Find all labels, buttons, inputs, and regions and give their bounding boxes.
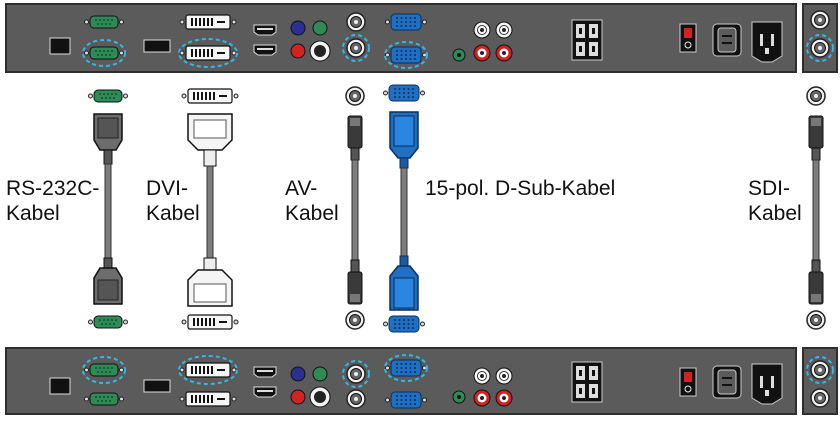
dvi-cable-label: DVI- Kabel — [146, 177, 200, 225]
sdi-top-plug-face — [806, 86, 826, 106]
power-switch — [679, 23, 697, 53]
bottom-rear-panel — [5, 347, 838, 415]
dvi-out-port — [179, 14, 237, 30]
hdmi2-port — [253, 44, 277, 56]
power-inlet-small — [712, 23, 742, 57]
audio-in-r-port — [495, 44, 513, 62]
dvi-out-port — [179, 391, 237, 407]
lan-port — [49, 37, 71, 55]
bnc-out-port — [346, 12, 366, 32]
vga-in-port — [385, 359, 427, 377]
bnc-in-port — [346, 364, 366, 384]
rs232-top-plug-face — [88, 89, 128, 103]
audio-out-r-port — [473, 44, 491, 62]
dsub-cable-wire — [400, 167, 408, 257]
top-rear-panel — [5, 3, 838, 73]
rs232-cable-label: RS-232C- Kabel — [6, 177, 100, 225]
rs232-in-port — [84, 46, 124, 60]
vga-out-port — [385, 13, 427, 31]
dsub-cable-label: 15-pol. D-Sub-Kabel — [425, 177, 616, 200]
rs232-out-port — [84, 15, 124, 29]
bnc-in-port — [346, 38, 366, 58]
sdi-out-port — [810, 388, 830, 408]
rs232-cable-wire — [104, 163, 112, 259]
rs232-in-port — [84, 363, 124, 377]
power-inlet-main — [751, 21, 783, 63]
dvi-bottom-plug-face — [181, 314, 239, 330]
av-cable — [345, 86, 365, 330]
sdi-in-port — [810, 38, 830, 58]
rs232-bottom-plug-face — [88, 315, 128, 329]
sdi-cable-wire — [812, 159, 820, 261]
audio-out-l-port — [473, 367, 491, 385]
vga-out-port — [385, 391, 427, 409]
component-pb-port — [290, 366, 306, 382]
audio-in-l-port — [495, 367, 513, 385]
av-cable-wire — [351, 159, 359, 261]
hdmi1-port — [253, 24, 277, 36]
sdi-in-port — [810, 360, 830, 380]
hdmi1-port — [253, 366, 277, 378]
hdmi2-port — [253, 386, 277, 398]
speaker-terminal — [571, 361, 603, 403]
power-inlet-main — [751, 363, 783, 405]
speaker-terminal — [571, 19, 603, 61]
sdi-bottom-plug-face — [806, 310, 826, 330]
lan-port — [49, 377, 71, 395]
component-pr-port — [290, 389, 306, 405]
av-top-plug-face — [345, 86, 365, 106]
sdi-cable-label: SDI- Kabel — [748, 177, 802, 225]
dsub-bottom-plug-face — [383, 315, 425, 333]
vga-in-port — [385, 46, 427, 64]
component-pr-port — [290, 43, 306, 59]
dvi-cable — [181, 88, 239, 330]
av-cable-label: AV- Kabel — [285, 177, 339, 225]
component-y-port — [312, 366, 328, 382]
sdi-cable — [806, 86, 826, 330]
sdi-out-port — [810, 10, 830, 30]
dvi-in-port — [179, 45, 237, 61]
dvi-in-port — [179, 362, 237, 378]
dvi-top-plug-face — [181, 88, 239, 104]
bnc-out-port — [346, 389, 366, 409]
rs232-cable — [88, 89, 128, 329]
displayport-port — [143, 39, 171, 53]
audio-in-l-port — [495, 21, 513, 39]
dsub-top-plug-face — [383, 84, 425, 102]
power-inlet-small — [712, 365, 742, 399]
displayport-port — [143, 379, 171, 393]
component-y-port — [312, 20, 328, 36]
av-bottom-plug-face — [345, 310, 365, 330]
audio-out-l-port — [473, 21, 491, 39]
dsub-cable — [383, 84, 425, 333]
rs232-out-port — [84, 392, 124, 406]
power-switch — [679, 367, 697, 397]
audio-in-r-port — [495, 389, 513, 407]
audio-out-r-port — [473, 389, 491, 407]
dvi-cable-wire — [206, 165, 214, 259]
component-pb-port — [290, 20, 306, 36]
